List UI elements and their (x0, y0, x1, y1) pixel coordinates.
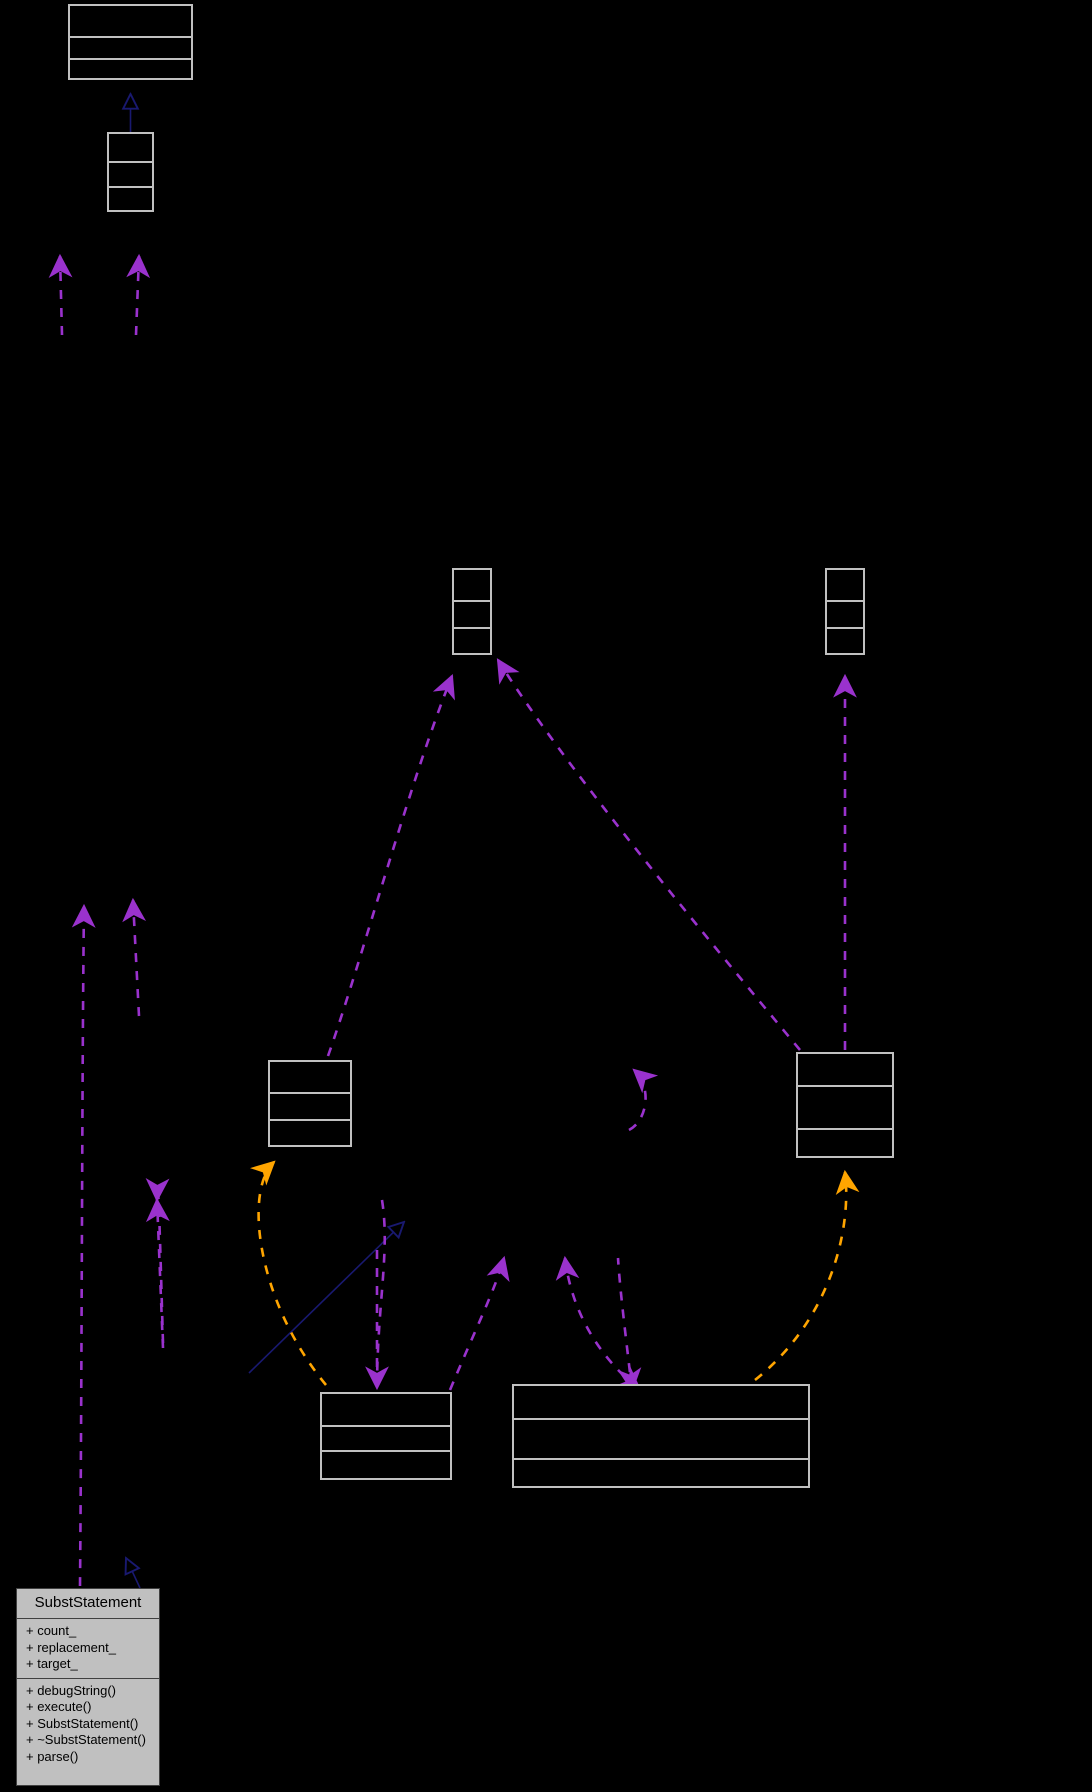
class-node-attributes: + count_ + replacement_ + target_ (17, 1618, 159, 1678)
class-node[interactable] (825, 568, 865, 655)
inheritance-edge-diagonal (248, 1222, 404, 1374)
class-node-attributes (827, 600, 863, 627)
class-node-title (109, 134, 152, 161)
class-node-title: SubstStatement (34, 1594, 142, 1611)
template-edges (250, 1160, 860, 1386)
class-node[interactable] (68, 4, 193, 80)
class-operation: + parse() (26, 1748, 79, 1764)
class-node-attributes (70, 36, 191, 58)
usage-edge-cross-a (448, 1255, 510, 1391)
class-operation: + ~SubstStatement() (26, 1732, 146, 1747)
class-node-title (454, 570, 490, 600)
class-operation: + debugString() (26, 1682, 116, 1698)
class-node-operations (270, 1119, 350, 1145)
usage-edge-low2-mid1 (496, 658, 801, 1051)
usage-edge-subst-upper (71, 903, 96, 1587)
class-node-title (514, 1386, 808, 1418)
inheritance-edge-subst (126, 1558, 141, 1589)
class-attribute: + target_ (26, 1656, 78, 1671)
usage-edge-topleft-a (48, 253, 73, 336)
usage-edge-low1-mid1 (326, 673, 455, 1057)
class-node-substatement[interactable]: SubstStatement + count_ + replacement_ +… (16, 1588, 160, 1786)
class-node-title (322, 1394, 450, 1425)
usage-edge-cross-c (616, 1257, 642, 1393)
class-node-title (70, 6, 191, 36)
class-node-operations (70, 58, 191, 78)
class-node[interactable] (452, 568, 492, 655)
template-edge-bottom1-low1 (250, 1160, 328, 1386)
class-operation: + SubstStatement() (26, 1715, 139, 1731)
usage-edge-self-loop (628, 1068, 659, 1132)
class-node-attributes (454, 600, 490, 627)
class-node-operations (798, 1128, 892, 1156)
class-node-operations (109, 186, 152, 210)
usage-edge-topleft-b (126, 253, 151, 336)
class-node-operations (827, 627, 863, 653)
class-node-attributes (322, 1425, 450, 1450)
inheritance-edges (126, 94, 404, 1589)
class-node-title (798, 1054, 892, 1085)
class-node[interactable] (268, 1060, 352, 1147)
class-node-title (270, 1062, 350, 1092)
class-node[interactable] (512, 1384, 810, 1488)
class-operation: + execute() (26, 1699, 92, 1714)
class-node-attributes (109, 161, 152, 186)
class-attribute: + count_ (26, 1623, 77, 1638)
usage-edge-into-bottom1-b (375, 1199, 386, 1383)
usage-edge-cross-b (555, 1255, 642, 1392)
usage-edge-upper-stub (122, 897, 147, 1017)
class-node[interactable] (107, 132, 154, 212)
class-node-operations: + debugString() + execute() + SubstState… (17, 1677, 159, 1771)
class-node-operations (454, 627, 490, 653)
class-node[interactable] (796, 1052, 894, 1158)
class-node[interactable] (320, 1392, 452, 1480)
class-node-operations (322, 1450, 450, 1478)
class-node-attributes (514, 1418, 808, 1458)
class-node-operations (514, 1458, 808, 1486)
class-node-title (827, 570, 863, 600)
usage-edge-bottom1-upper-b (145, 1197, 170, 1349)
template-edge-bottom2-low2 (754, 1169, 860, 1382)
class-attribute: + replacement_ (26, 1639, 116, 1655)
usage-edge-bottom1-upper (145, 1178, 170, 1344)
class-node-attributes (798, 1085, 892, 1128)
class-node-attributes (270, 1092, 350, 1119)
